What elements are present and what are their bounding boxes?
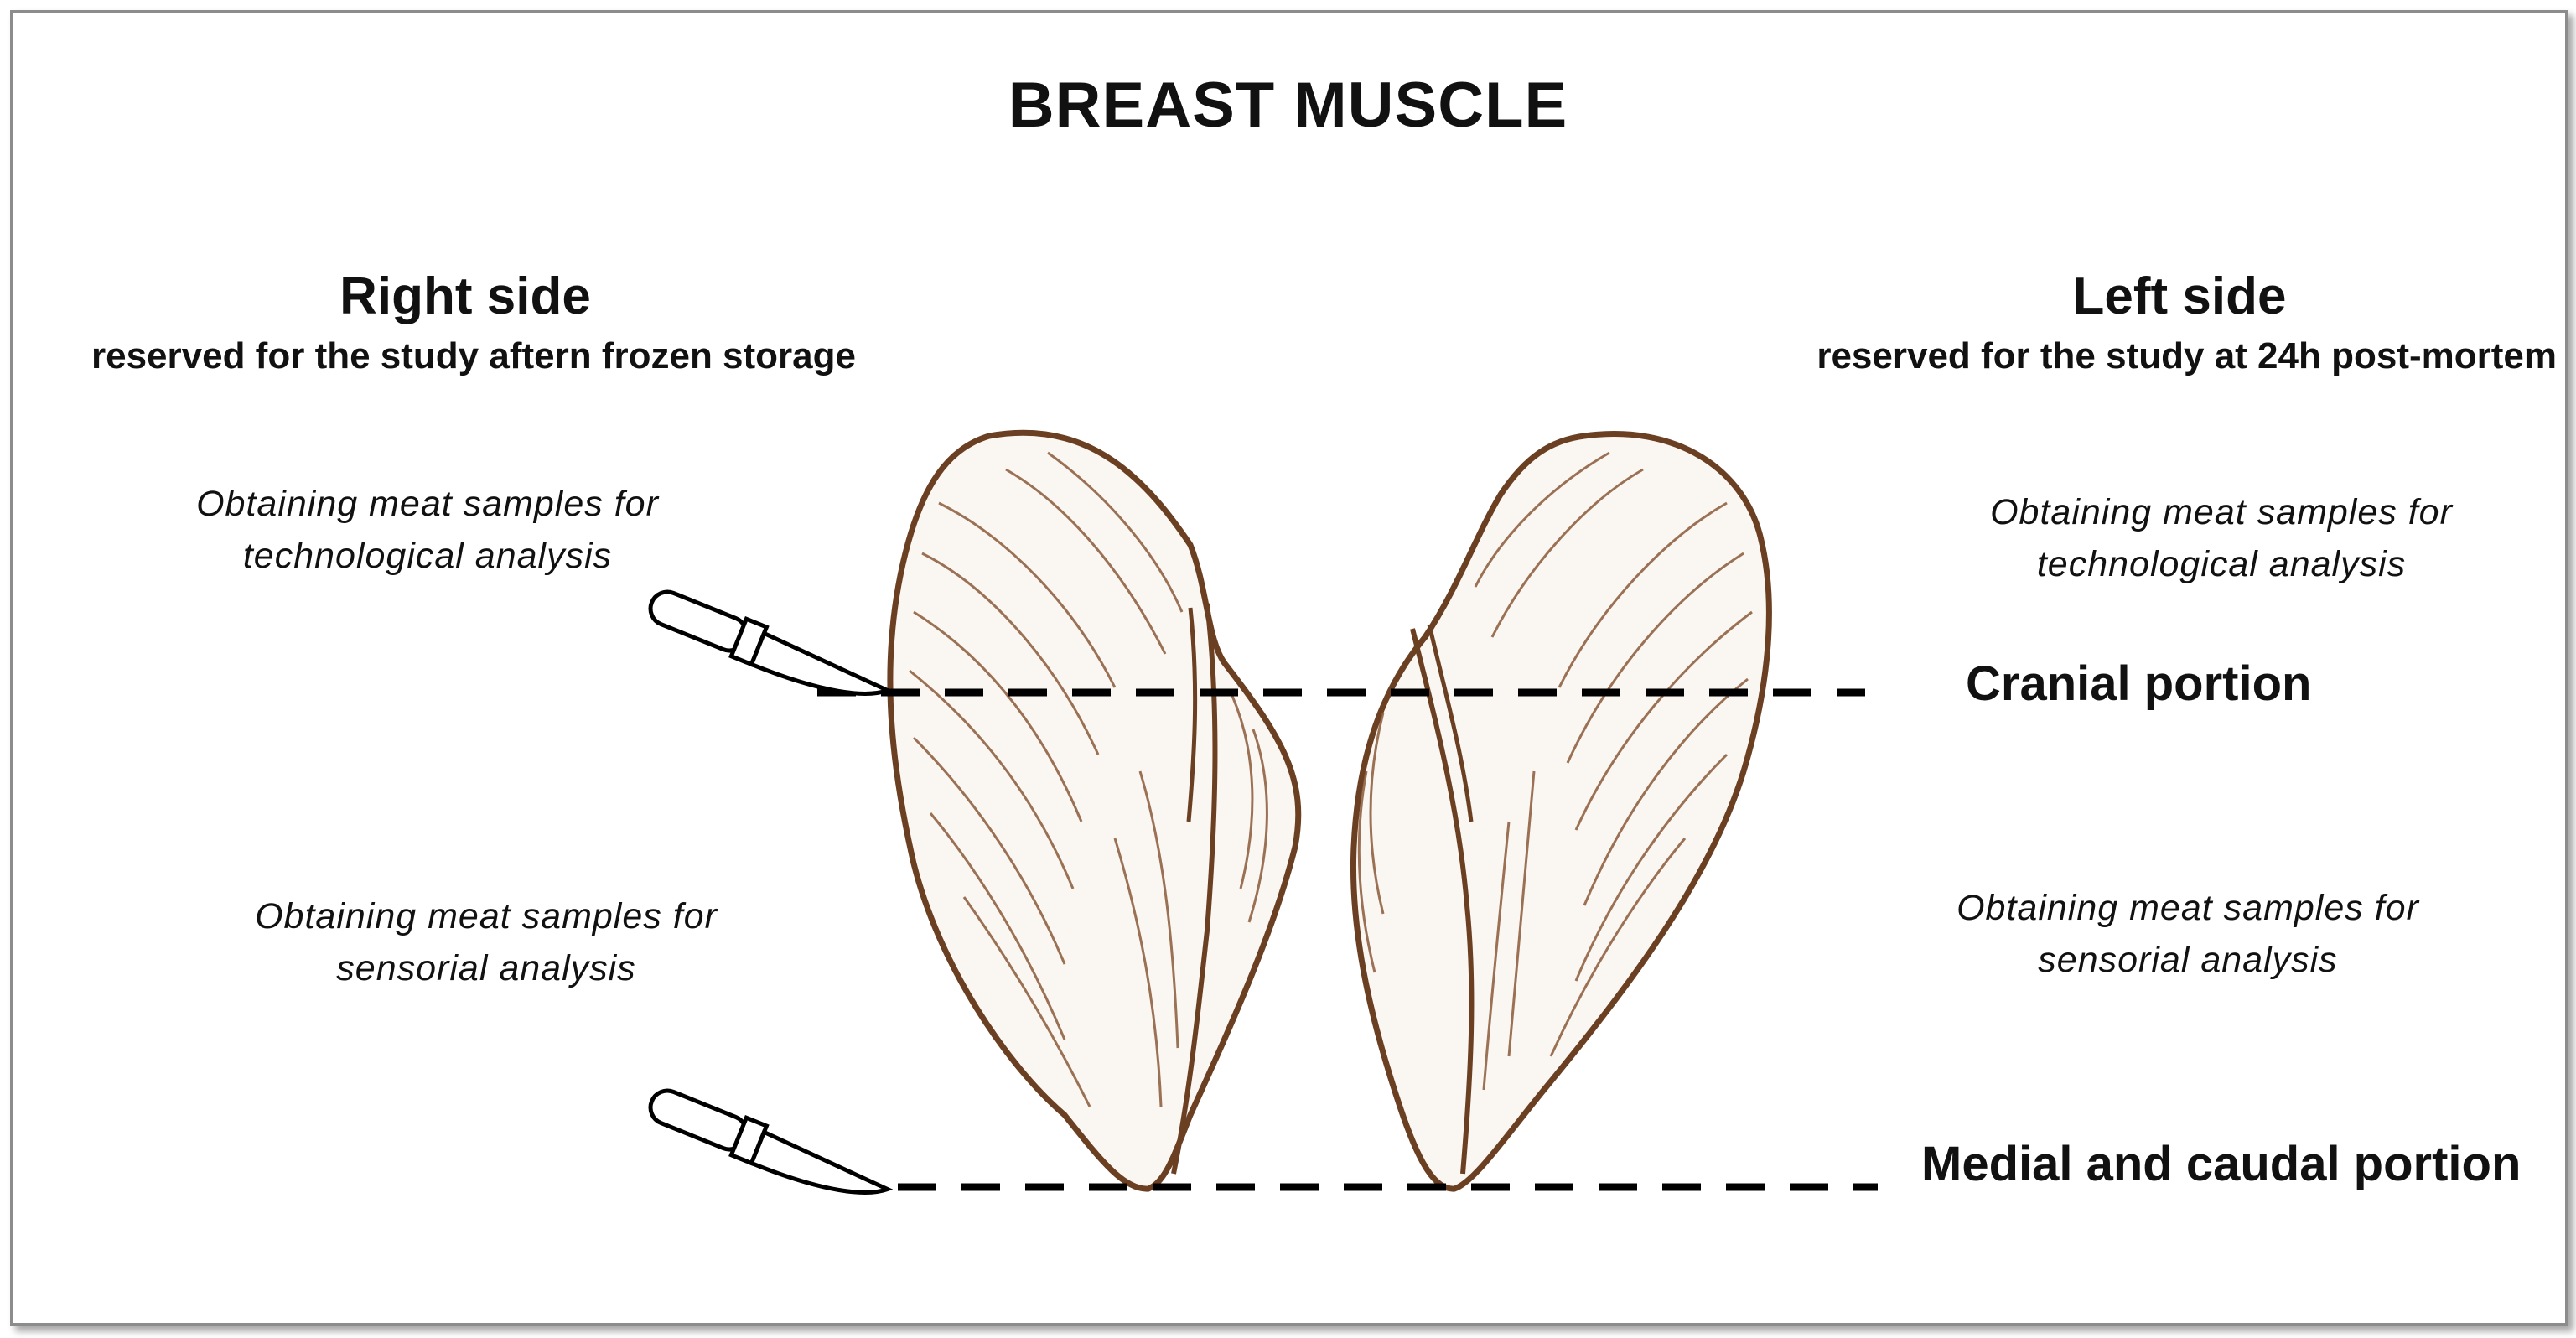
note-line: sensorial analysis [336, 948, 636, 988]
note-line: Obtaining meat samples for [255, 896, 718, 936]
note-line: Obtaining meat samples for [1957, 888, 2419, 928]
knife-icon [648, 589, 894, 696]
left-side-subtitle: reserved for the study at 24h post-morte… [1817, 335, 2557, 376]
left-note-technological: Obtaining meat samples for technological… [1886, 486, 2557, 590]
note-line: technological analysis [242, 536, 613, 576]
note-line: sensorial analysis [2038, 940, 2338, 980]
note-line: Obtaining meat samples for [196, 484, 659, 524]
right-side-subtitle: reserved for the study aftern frozen sto… [91, 335, 856, 376]
figure-title: BREAST MUSCLE [1008, 70, 1568, 141]
right-side-heading: Right side [339, 267, 591, 325]
breast-fillet-right-illustration [887, 429, 1302, 1192]
figure-frame [10, 10, 2568, 1326]
cranial-portion-label: Cranial portion [1966, 656, 2312, 711]
left-side-heading: Left side [2072, 267, 2287, 325]
breast-fillet-left-illustration [1350, 431, 1772, 1192]
right-note-technological: Obtaining meat samples for technological… [92, 478, 763, 582]
knife-icon [648, 1088, 894, 1195]
note-line: technological analysis [2036, 544, 2407, 584]
right-note-sensorial: Obtaining meat samples for sensorial ana… [151, 890, 822, 994]
caudal-portion-label: Medial and caudal portion [1921, 1137, 2522, 1191]
left-note-sensorial: Obtaining meat samples for sensorial ana… [1853, 882, 2523, 986]
note-line: Obtaining meat samples for [1990, 492, 2453, 532]
